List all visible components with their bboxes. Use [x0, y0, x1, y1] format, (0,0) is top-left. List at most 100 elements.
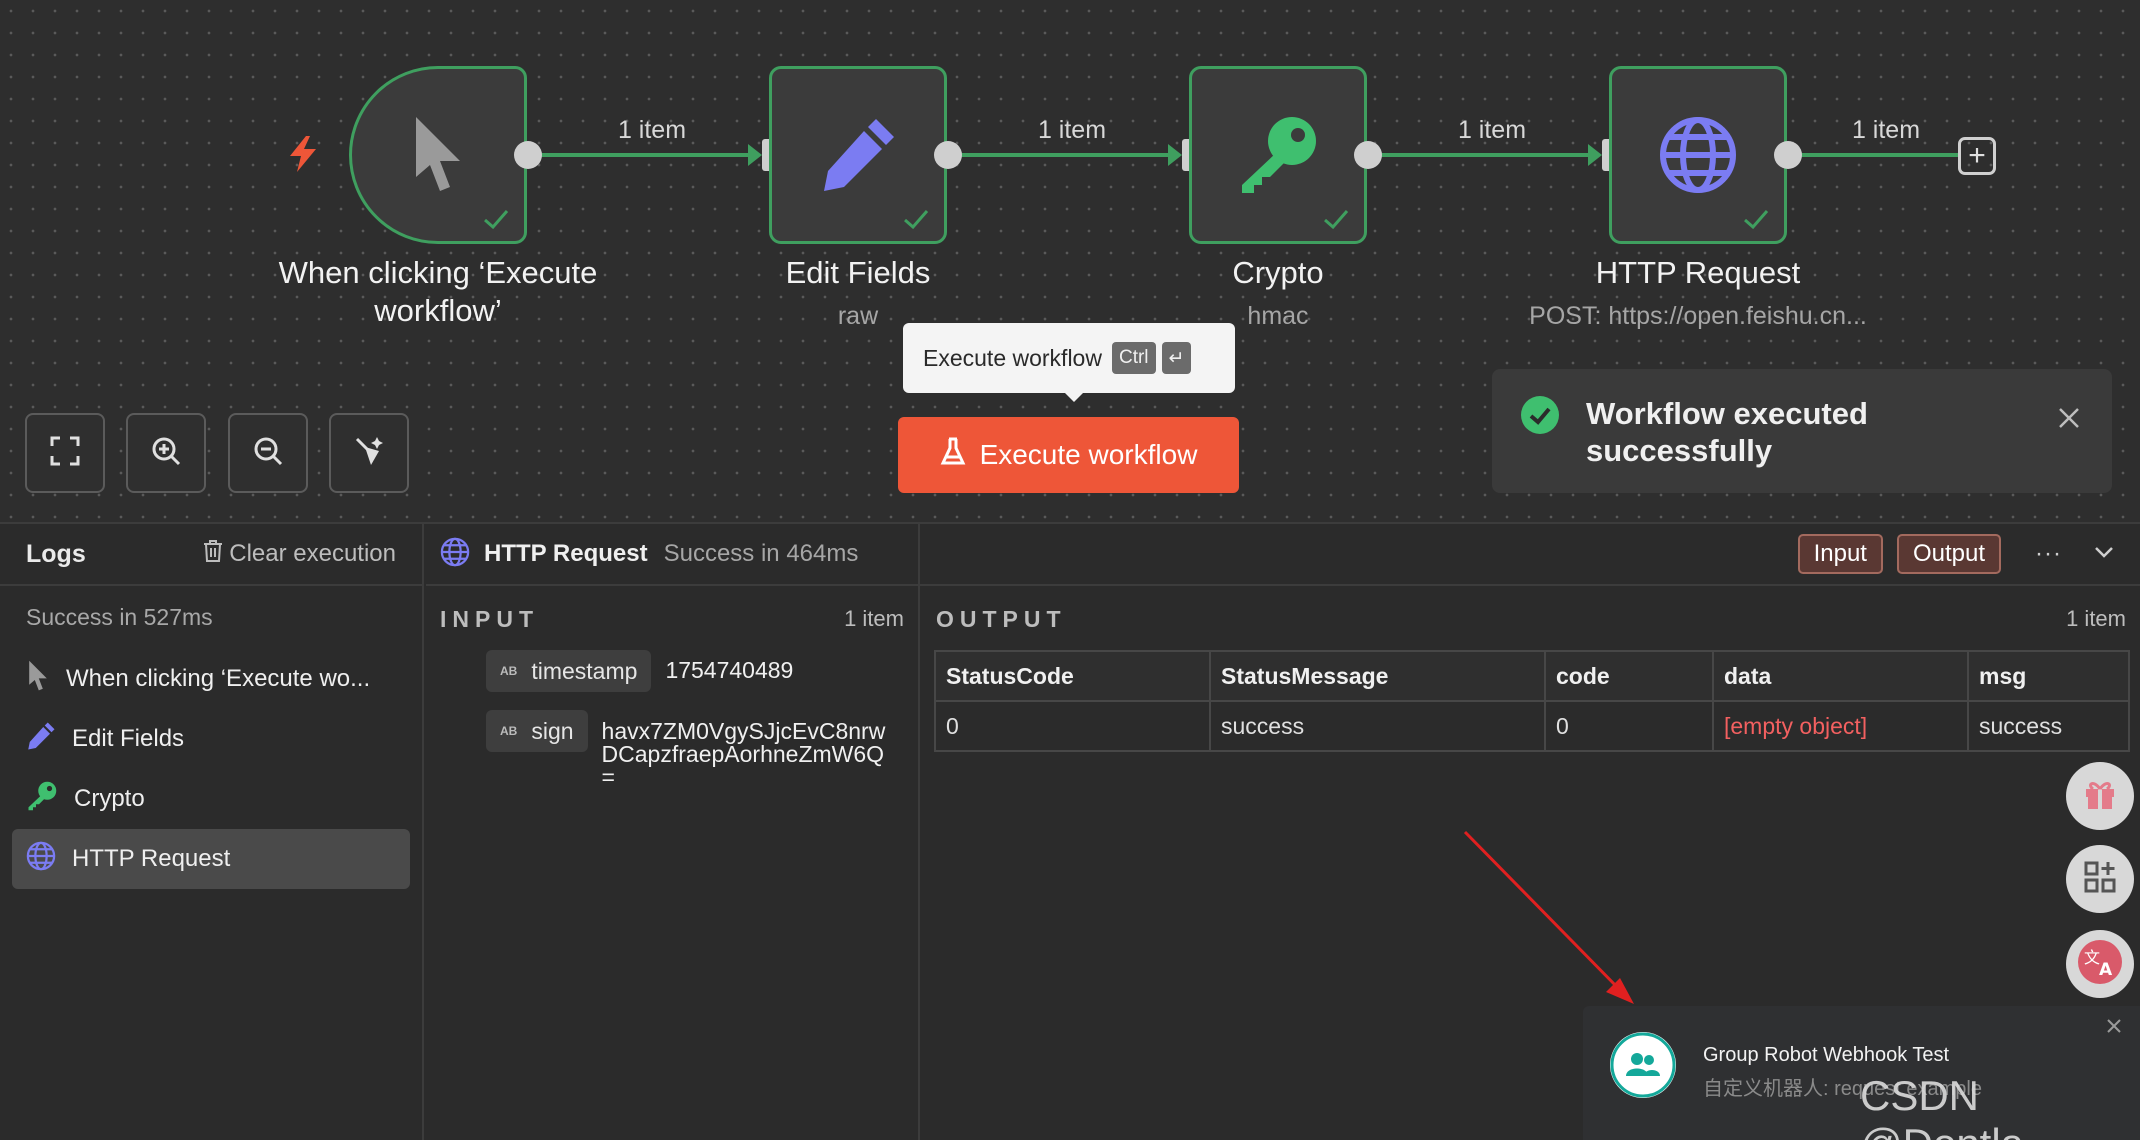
- workflow-canvas[interactable]: When clicking ‘Execute workflow’ Edit Fi…: [0, 0, 2140, 522]
- output-toggle-button[interactable]: Output: [1896, 534, 2002, 574]
- notification-title: Group Robot Webhook Test: [1703, 1044, 1950, 1066]
- output-port[interactable]: [1354, 141, 1382, 169]
- gift-button[interactable]: [2066, 762, 2134, 830]
- execute-workflow-button[interactable]: Execute workflow: [898, 417, 1239, 493]
- svg-text:A: A: [2099, 960, 2113, 980]
- kbd-ctrl: Ctrl: [1111, 342, 1156, 374]
- field-key-text: sign: [531, 717, 574, 744]
- zoom-out-icon: [252, 435, 284, 472]
- node-title: HTTP Request: [1595, 255, 1801, 290]
- apps-grid-icon: [2083, 860, 2117, 899]
- chevron-down-icon[interactable]: [2094, 545, 2114, 563]
- log-item-label: Crypto: [74, 785, 145, 812]
- field-value: havx7ZM0VgySJjcEvC8nrwDCapzfraepAorhneZm…: [601, 718, 886, 790]
- execute-tooltip: Execute workflow Ctrl ↵: [903, 323, 1235, 393]
- clear-execution-label: Clear execution: [229, 540, 396, 567]
- output-port[interactable]: [1774, 141, 1802, 169]
- field-key-text: timestamp: [531, 657, 638, 684]
- log-item-label: When clicking ‘Execute wo...: [66, 665, 371, 692]
- fit-view-icon: [50, 436, 80, 471]
- tooltip-text: Execute workflow: [923, 344, 1102, 371]
- log-item-label: HTTP Request: [72, 845, 231, 872]
- column-header: data: [1712, 650, 1969, 702]
- more-options-button[interactable]: ···: [2035, 540, 2062, 567]
- field-value: 1754740489: [665, 657, 794, 683]
- table-cell: 0: [1544, 700, 1714, 752]
- column-header: msg: [1967, 650, 2130, 702]
- avatar: [1610, 1032, 1676, 1098]
- table-cell: success: [1967, 700, 2130, 752]
- globe-icon: [440, 537, 470, 572]
- pencil-icon: [26, 721, 56, 758]
- field-key: AB timestamp: [486, 650, 652, 692]
- close-icon[interactable]: [2058, 407, 2080, 434]
- connections: [528, 144, 1958, 166]
- desktop-notification[interactable]: Group Robot Webhook Test 自定义机器人: request…: [1583, 1006, 2140, 1140]
- success-toast: Workflow executed successfully: [1492, 369, 2112, 493]
- zoom-out-button[interactable]: [228, 413, 308, 493]
- success-circle-icon: [1520, 395, 1560, 440]
- output-port[interactable]: [934, 141, 962, 169]
- run-summary: Success in 527ms: [26, 604, 213, 630]
- kbd-enter: ↵: [1161, 342, 1192, 374]
- input-count: 1 item: [844, 606, 904, 631]
- node-title: When clicking ‘Execute workflow’: [278, 255, 598, 328]
- toast-message: Workflow executed successfully: [1586, 396, 1868, 468]
- key-icon: [1236, 115, 1320, 195]
- column-header: code: [1544, 650, 1714, 702]
- success-check-icon: [1742, 207, 1770, 231]
- broom-icon: [353, 435, 385, 472]
- success-check-icon: [482, 207, 510, 231]
- node-http-request[interactable]: [1609, 66, 1787, 244]
- table-row: 0 success 0 [empty object] success: [934, 700, 2130, 752]
- string-type-icon: AB: [500, 664, 518, 678]
- node-crypto[interactable]: [1189, 66, 1367, 244]
- connection-label: 1 item: [1457, 116, 1527, 144]
- close-icon[interactable]: [2106, 1018, 2122, 1039]
- log-item-trigger[interactable]: When clicking ‘Execute wo...: [0, 649, 422, 709]
- globe-icon: [1658, 115, 1738, 195]
- log-item-crypto[interactable]: Crypto: [0, 769, 422, 829]
- fit-view-button[interactable]: [25, 413, 105, 493]
- input-field-timestamp: AB timestamp 1754740489: [486, 650, 793, 692]
- watermark: CSDN @Dontla: [1860, 1072, 2024, 1140]
- zoom-in-icon: [150, 435, 182, 472]
- apps-button[interactable]: [2066, 845, 2134, 913]
- node-title: Edit Fields: [785, 255, 931, 290]
- flask-icon: [940, 437, 966, 474]
- success-check-icon: [902, 207, 930, 231]
- table-header-row: StatusCode StatusMessage code data msg: [934, 650, 2130, 702]
- add-node-button[interactable]: +: [1958, 137, 1996, 175]
- logs-sidebar: Logs Clear execution Success in 527ms Wh…: [0, 524, 424, 1140]
- log-item-edit-fields[interactable]: Edit Fields: [0, 709, 422, 769]
- detail-node-name: HTTP Request: [484, 540, 648, 567]
- node-edit-fields[interactable]: [769, 66, 947, 244]
- output-port[interactable]: [514, 141, 542, 169]
- trigger-bolt-icon: [288, 136, 318, 177]
- key-icon: [26, 781, 58, 818]
- pencil-icon: [818, 115, 898, 195]
- notification-subtitle: 自定义机器人: request example: [1703, 1078, 1982, 1100]
- node-title: Crypto: [1232, 255, 1324, 290]
- output-table: StatusCode StatusMessage code data msg 0…: [934, 650, 2130, 752]
- node-subtitle: POST: https://open.feishu.cn...: [1529, 302, 1867, 330]
- detail-header: HTTP Request Success in 464ms Input Outp…: [426, 524, 2140, 586]
- logs-header: Logs Clear execution: [0, 524, 422, 586]
- table-cell: success: [1209, 700, 1546, 752]
- table-cell: [empty object]: [1712, 700, 1969, 752]
- connection-label: 1 item: [1851, 116, 1921, 144]
- globe-icon: [26, 841, 56, 878]
- detail-actions: Input Output ···: [1797, 534, 2140, 574]
- log-item-http-request[interactable]: HTTP Request: [12, 829, 410, 889]
- tidy-up-button[interactable]: [329, 413, 409, 493]
- node-manual-trigger[interactable]: [349, 66, 527, 244]
- input-toggle-button[interactable]: Input: [1797, 534, 1883, 574]
- log-item-label: Edit Fields: [72, 725, 185, 752]
- zoom-in-button[interactable]: [126, 413, 206, 493]
- gift-icon: [2083, 777, 2117, 816]
- clear-execution-button[interactable]: Clear execution: [203, 539, 396, 570]
